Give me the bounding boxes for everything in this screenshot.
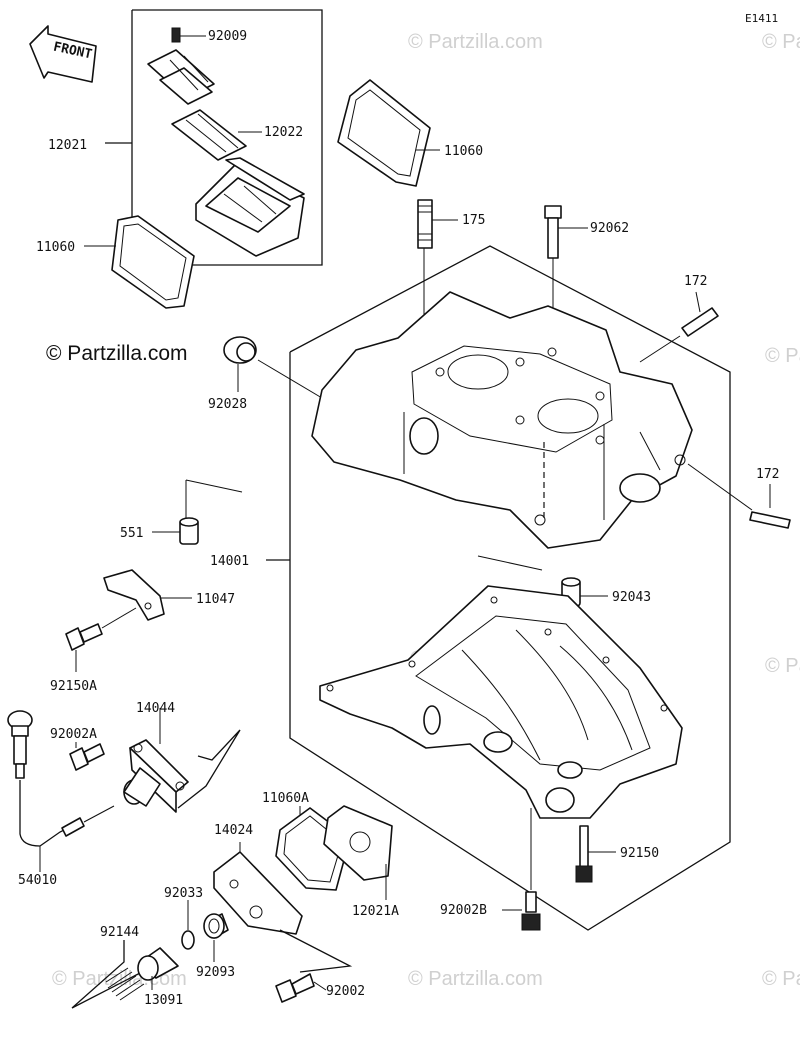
screw-92009 bbox=[171, 27, 206, 43]
label-92002B: 92002B bbox=[440, 903, 487, 918]
dowel-551 bbox=[152, 517, 199, 545]
label-11047: 11047 bbox=[196, 592, 235, 607]
reed-stopper-12021 bbox=[147, 49, 215, 105]
label-12021A: 12021A bbox=[352, 904, 399, 919]
bracket-11047 bbox=[103, 569, 192, 621]
reed-12021A bbox=[323, 805, 393, 900]
watermark-text: © Partzilla.com bbox=[408, 968, 543, 990]
label-11060A: 11060A bbox=[262, 791, 309, 806]
crankcase-outline-box bbox=[289, 245, 731, 931]
label-172-right: 172 bbox=[756, 467, 779, 482]
watermark-text: © Partzilla.com bbox=[765, 655, 800, 677]
lower-crankcase bbox=[319, 585, 683, 819]
plate-14024 bbox=[213, 842, 353, 973]
part-labels: 92009 12021 12022 11060 11060 175 92062 … bbox=[18, 29, 779, 1008]
label-92033: 92033 bbox=[164, 886, 203, 901]
label-54010: 54010 bbox=[18, 873, 57, 888]
label-175: 175 bbox=[462, 213, 485, 228]
label-551: 551 bbox=[120, 526, 143, 541]
stud-172-right bbox=[687, 463, 791, 529]
front-arrow-icon: FRONT bbox=[29, 25, 97, 83]
watermark-dark: © Partzilla.com bbox=[46, 342, 188, 365]
reed-valve-block bbox=[195, 157, 305, 257]
reed-petal-12022 bbox=[171, 109, 262, 161]
label-92002A: 92002A bbox=[50, 727, 97, 742]
label-11060-top: 11060 bbox=[444, 144, 483, 159]
bolt-92150A bbox=[65, 607, 137, 672]
stud-175 bbox=[417, 199, 458, 340]
watermark-text: © Partzilla.com bbox=[762, 31, 800, 53]
washer-92033 bbox=[181, 900, 195, 950]
watermark-group: © Partzilla.com © Partzilla.com © Partzi… bbox=[52, 31, 800, 990]
bolt-92002A bbox=[69, 742, 105, 771]
label-92043: 92043 bbox=[612, 590, 651, 605]
watermark-text: © Partzilla.com bbox=[765, 345, 800, 367]
upper-crankcase bbox=[311, 291, 693, 549]
reed-valve-group-box bbox=[131, 9, 323, 266]
gasket-11060-top bbox=[337, 79, 440, 187]
label-14044: 14044 bbox=[136, 701, 175, 716]
label-92093: 92093 bbox=[196, 965, 235, 980]
watermark-text: © Partzilla.com bbox=[762, 968, 800, 990]
label-13091: 13091 bbox=[144, 993, 183, 1008]
bolt-92002 bbox=[275, 973, 327, 1003]
label-14024: 14024 bbox=[214, 823, 253, 838]
label-92150: 92150 bbox=[620, 846, 659, 861]
label-14001: 14001 bbox=[210, 554, 249, 569]
label-92150A: 92150A bbox=[50, 679, 97, 694]
bolt-92150 bbox=[575, 825, 616, 883]
stud-172-top bbox=[639, 291, 719, 363]
diagram-code: E1411 bbox=[745, 12, 778, 25]
label-92002: 92002 bbox=[326, 984, 365, 999]
plug-92028 bbox=[223, 336, 323, 399]
label-11060-left: 11060 bbox=[36, 240, 75, 255]
gasket-11060-left bbox=[84, 215, 195, 309]
label-92062: 92062 bbox=[590, 221, 629, 236]
cover-14044 bbox=[123, 708, 241, 813]
spring-92144 bbox=[71, 940, 145, 1009]
plunger-13091 bbox=[137, 947, 179, 990]
label-12022: 12022 bbox=[264, 125, 303, 140]
label-92028: 92028 bbox=[208, 397, 247, 412]
label-92009: 92009 bbox=[208, 29, 247, 44]
label-12021: 12021 bbox=[48, 138, 87, 153]
bushing-92093 bbox=[203, 913, 229, 962]
bolt-92002B bbox=[502, 808, 541, 931]
watermark-text: © Partzilla.com bbox=[408, 31, 543, 53]
label-172-top: 172 bbox=[684, 274, 707, 289]
cable-54010 bbox=[7, 710, 115, 872]
label-92144: 92144 bbox=[100, 925, 139, 940]
